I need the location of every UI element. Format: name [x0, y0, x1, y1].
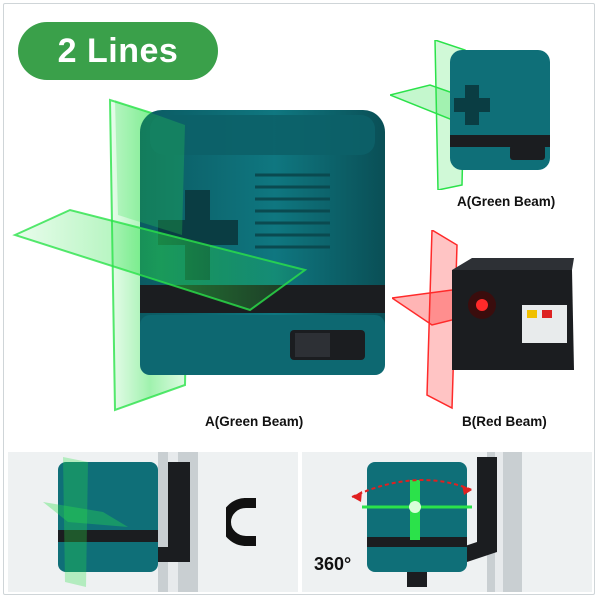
red-beam-device-illustration: [392, 230, 574, 410]
magnet-icon: [226, 498, 256, 546]
main-laser-level-illustration: [12, 98, 385, 412]
rotation-degrees-label: 360°: [314, 554, 352, 574]
main-product-label: A(Green Beam): [205, 414, 304, 429]
top-right-product-label: A(Green Beam): [457, 194, 556, 209]
rotating-device-illustration: [351, 452, 522, 592]
red-product-label: B(Red Beam): [462, 414, 547, 429]
green-beam-device-illustration: [390, 40, 550, 190]
rotation-panel: 360°: [302, 452, 592, 592]
lines-count-badge: 2 Lines: [18, 22, 218, 80]
image-frame: [3, 3, 595, 595]
mounted-device-illustration: [43, 452, 198, 592]
horizontal-laser-plane: [12, 208, 308, 312]
rotation-arrow-icon: [351, 479, 473, 498]
magnetic-mount-panel: [8, 452, 298, 592]
